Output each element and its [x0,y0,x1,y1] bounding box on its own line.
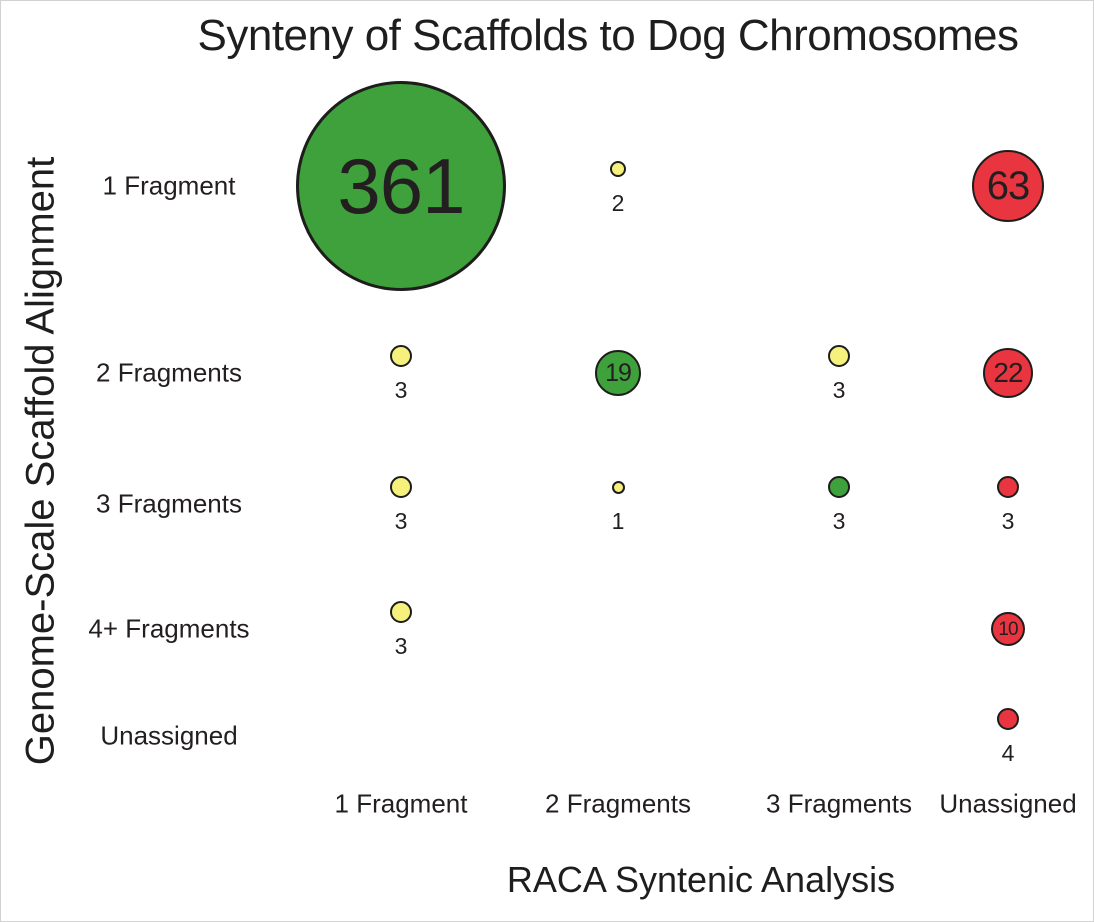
bubble-value-below: 3 [394,633,408,659]
bubble-value: 10 [998,618,1018,640]
col-label-unassigned: Unassigned [939,788,1077,819]
bubble-2-fragments-x-unassigned: 22 [983,348,1033,398]
bubble-value-below: 4 [1001,740,1015,766]
chart-title: Synteny of Scaffolds to Dog Chromosomes [197,11,1020,60]
bubble-3-fragments-x-1-fragment [390,476,412,498]
bubble-value: 63 [986,164,1030,208]
bubble-3-fragments-x-2-fragments [611,480,625,494]
bubble-value: 361 [337,142,465,230]
row-label-2-fragments: 2 Fragments [96,357,242,388]
bubble-4-fragments-x-1-fragment [390,601,412,623]
bubble-value-below: 2 [611,190,625,216]
bubble-value-below: 3 [832,377,846,403]
col-label-1-fragment: 1 Fragment [334,788,468,819]
bubble-2-fragments-x-1-fragment [390,345,412,367]
col-label-2-fragments: 2 Fragments [545,788,691,819]
bubble-1-fragment-x-unassigned: 63 [972,150,1044,222]
bubble-1-fragment-x-2-fragments [610,161,626,177]
row-label-1-fragment: 1 Fragment [102,170,236,201]
bubble-2-fragments-x-2-fragments: 19 [595,350,641,396]
bubble-2-fragments-x-3-fragments [828,345,850,367]
row-label-unassigned: Unassigned [100,720,238,751]
bubble-value: 22 [993,357,1023,388]
bubble-value-below: 3 [394,508,408,534]
x-axis-label: RACA Syntenic Analysis [506,859,896,900]
bubble-4-fragments-x-unassigned: 10 [991,612,1025,646]
col-label-3-fragments: 3 Fragments [766,788,912,819]
bubble-value-below: 1 [611,508,625,534]
bubble-unassigned-x-unassigned [997,708,1019,730]
y-axis-label: Genome-Scale Scaffold Alignment [18,156,63,766]
bubble-3-fragments-x-unassigned [997,476,1019,498]
row-label-4-fragments: 4+ Fragments [88,613,250,644]
bubble-value-below: 3 [1001,508,1015,534]
bubble-1-fragment-x-1-fragment: 361 [296,81,506,291]
bubble-value: 19 [605,358,632,387]
bubble-value-below: 3 [832,508,846,534]
row-label-3-fragments: 3 Fragments [96,488,242,519]
bubble-value-below: 3 [394,377,408,403]
bubble-3-fragments-x-3-fragments [828,476,850,498]
